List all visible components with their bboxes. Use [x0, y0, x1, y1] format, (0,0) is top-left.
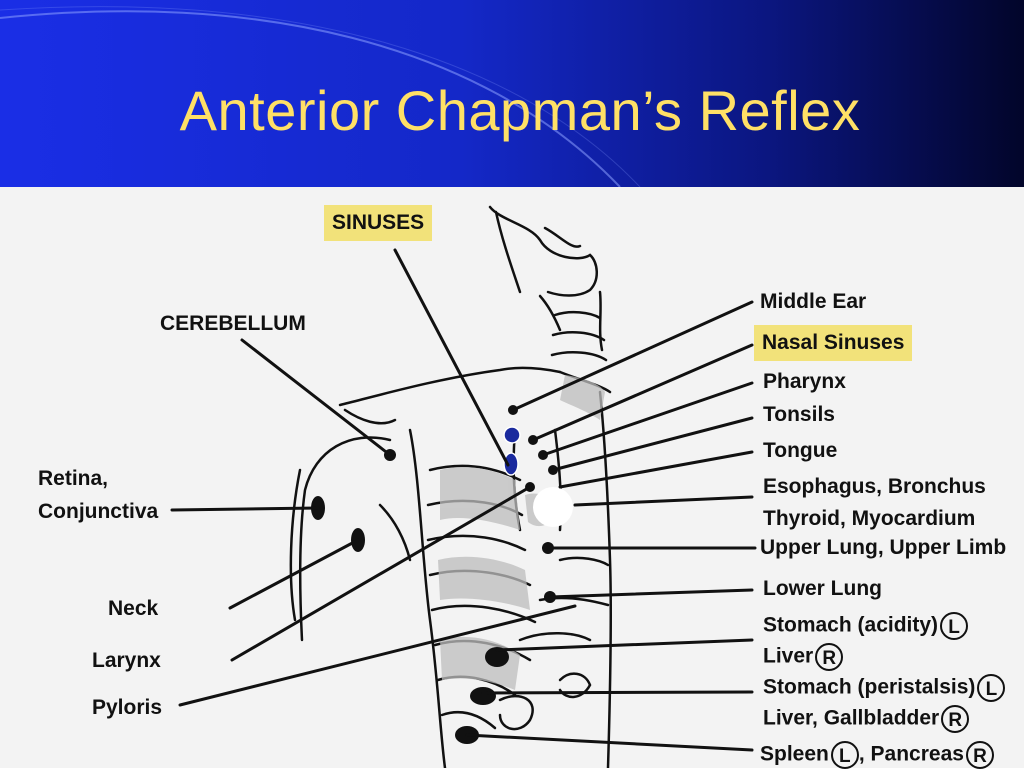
left-side-marker: L	[977, 674, 1006, 702]
left-side-marker: L	[830, 741, 859, 769]
label-conjunctiva: Conjunctiva	[38, 500, 159, 523]
label-tonsils: Tonsils	[763, 403, 835, 426]
label-neck: Neck	[108, 597, 159, 620]
left-side-marker: L	[940, 612, 969, 640]
label-pharynx: Pharynx	[763, 370, 846, 393]
label-stomach-acidity: Stomach (acidity)L	[763, 612, 969, 640]
label-larynx: Larynx	[92, 649, 161, 672]
label-lower-lung: Lower Lung	[763, 577, 882, 600]
anatomy-illustration	[170, 205, 757, 768]
label-tongue: Tongue	[763, 439, 838, 462]
label-spleen-text: Spleen	[760, 742, 829, 766]
label-sinuses: SINUSES	[324, 205, 433, 241]
label-stomach-acidity-text: Stomach (acidity)	[763, 613, 939, 637]
label-stomach-peristalsis: Stomach (peristalsis)L	[763, 674, 1006, 702]
label-liver-gallbladder-text: Liver, Gallbladder	[763, 706, 940, 730]
label-middle-ear: Middle Ear	[760, 290, 867, 313]
right-side-marker: R	[965, 741, 994, 769]
slide-header: Anterior Chapman’s Reflex	[0, 0, 1024, 187]
label-pyloris: Pyloris	[92, 696, 163, 719]
label-thyroid-myocardium: Thyroid, Myocardium	[763, 507, 976, 530]
diagram-area: SINUSES CEREBELLUM Retina, Conjunctiva N…	[0, 187, 1024, 769]
slide-title: Anterior Chapman’s Reflex	[179, 79, 861, 142]
label-nasal-sinuses: Nasal Sinuses	[754, 325, 913, 361]
label-pancreas-text: , Pancreas	[858, 742, 964, 766]
header-light-streak	[0, 6, 641, 187]
label-retina: Retina,	[38, 467, 109, 490]
label-esophagus-bronchus: Esophagus, Bronchus	[763, 475, 986, 498]
label-cerebellum: CEREBELLUM	[160, 312, 306, 335]
right-side-marker: R	[815, 643, 844, 671]
label-stomach-peristalsis-text: Stomach (peristalsis)	[763, 675, 976, 699]
label-liver-text: Liver	[763, 644, 814, 668]
right-side-marker: R	[941, 705, 970, 733]
label-upper-lung-upper-limb: Upper Lung, Upper Limb	[760, 536, 1007, 559]
